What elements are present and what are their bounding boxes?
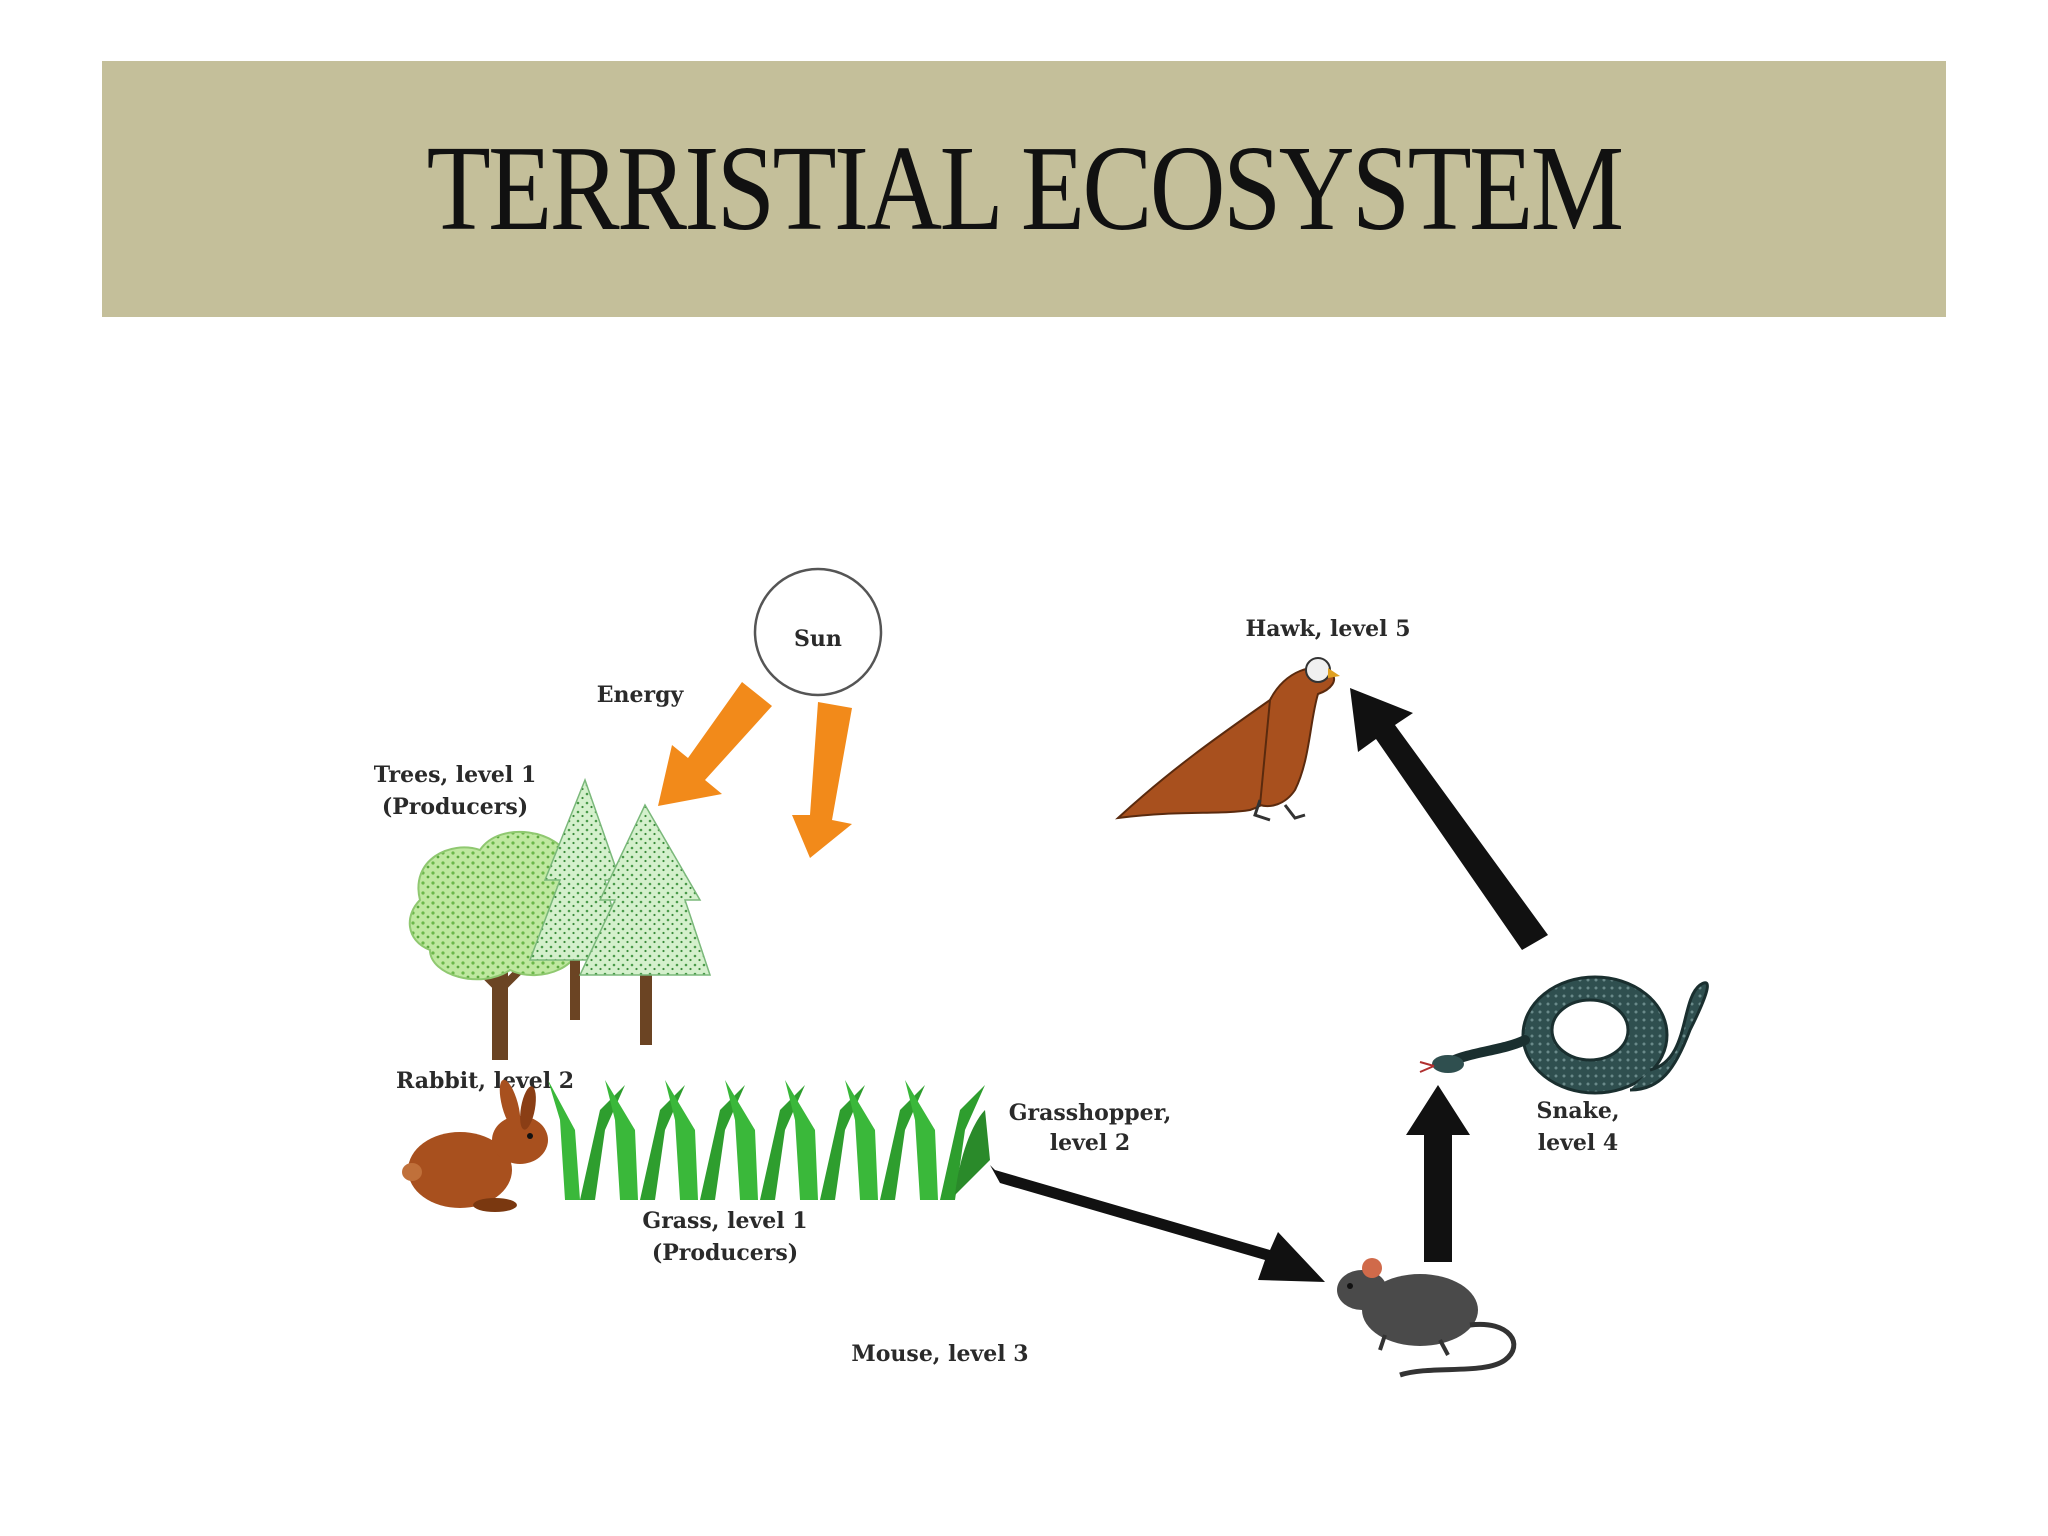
page-title: TERRISTIAL ECOSYSTEM xyxy=(426,121,1624,256)
hawk-label: Hawk, level 5 xyxy=(1246,616,1411,642)
energy-arrow-2 xyxy=(792,702,852,858)
sun-label: Sun xyxy=(794,626,842,652)
grass-label-line2: (Producers) xyxy=(652,1240,798,1266)
mouse-label: Mouse, level 3 xyxy=(851,1341,1028,1367)
trees-label-line2: (Producers) xyxy=(382,794,528,820)
rabbit-label: Rabbit, level 2 xyxy=(396,1068,574,1094)
sun-icon xyxy=(753,567,883,697)
food-arrow-mouse-to-snake xyxy=(1406,1085,1470,1262)
grass-icon xyxy=(548,1080,990,1200)
food-arrow-snake-to-hawk xyxy=(1350,688,1548,950)
grasshopper-label-line1: Grasshopper, xyxy=(1009,1100,1172,1126)
snake-icon xyxy=(1419,975,1709,1095)
pine-icon xyxy=(528,777,712,1045)
mouse-icon xyxy=(1337,1258,1517,1378)
rabbit-icon xyxy=(402,1079,548,1212)
energy-arrow-1 xyxy=(658,682,772,806)
food-arrow-grass-to-mouse xyxy=(990,1165,1325,1282)
grasshopper-label-line2: level 2 xyxy=(1050,1130,1130,1156)
grass-label-line1: Grass, level 1 xyxy=(642,1208,807,1234)
hawk-icon xyxy=(1115,657,1340,822)
snake-label-line2: level 4 xyxy=(1538,1130,1618,1156)
snake-label-line1: Snake, xyxy=(1536,1098,1619,1124)
energy-label: Energy xyxy=(597,682,685,708)
trees-label-line1: Trees, level 1 xyxy=(374,762,537,788)
title-band: TERRISTIAL ECOSYSTEM xyxy=(102,61,1946,317)
